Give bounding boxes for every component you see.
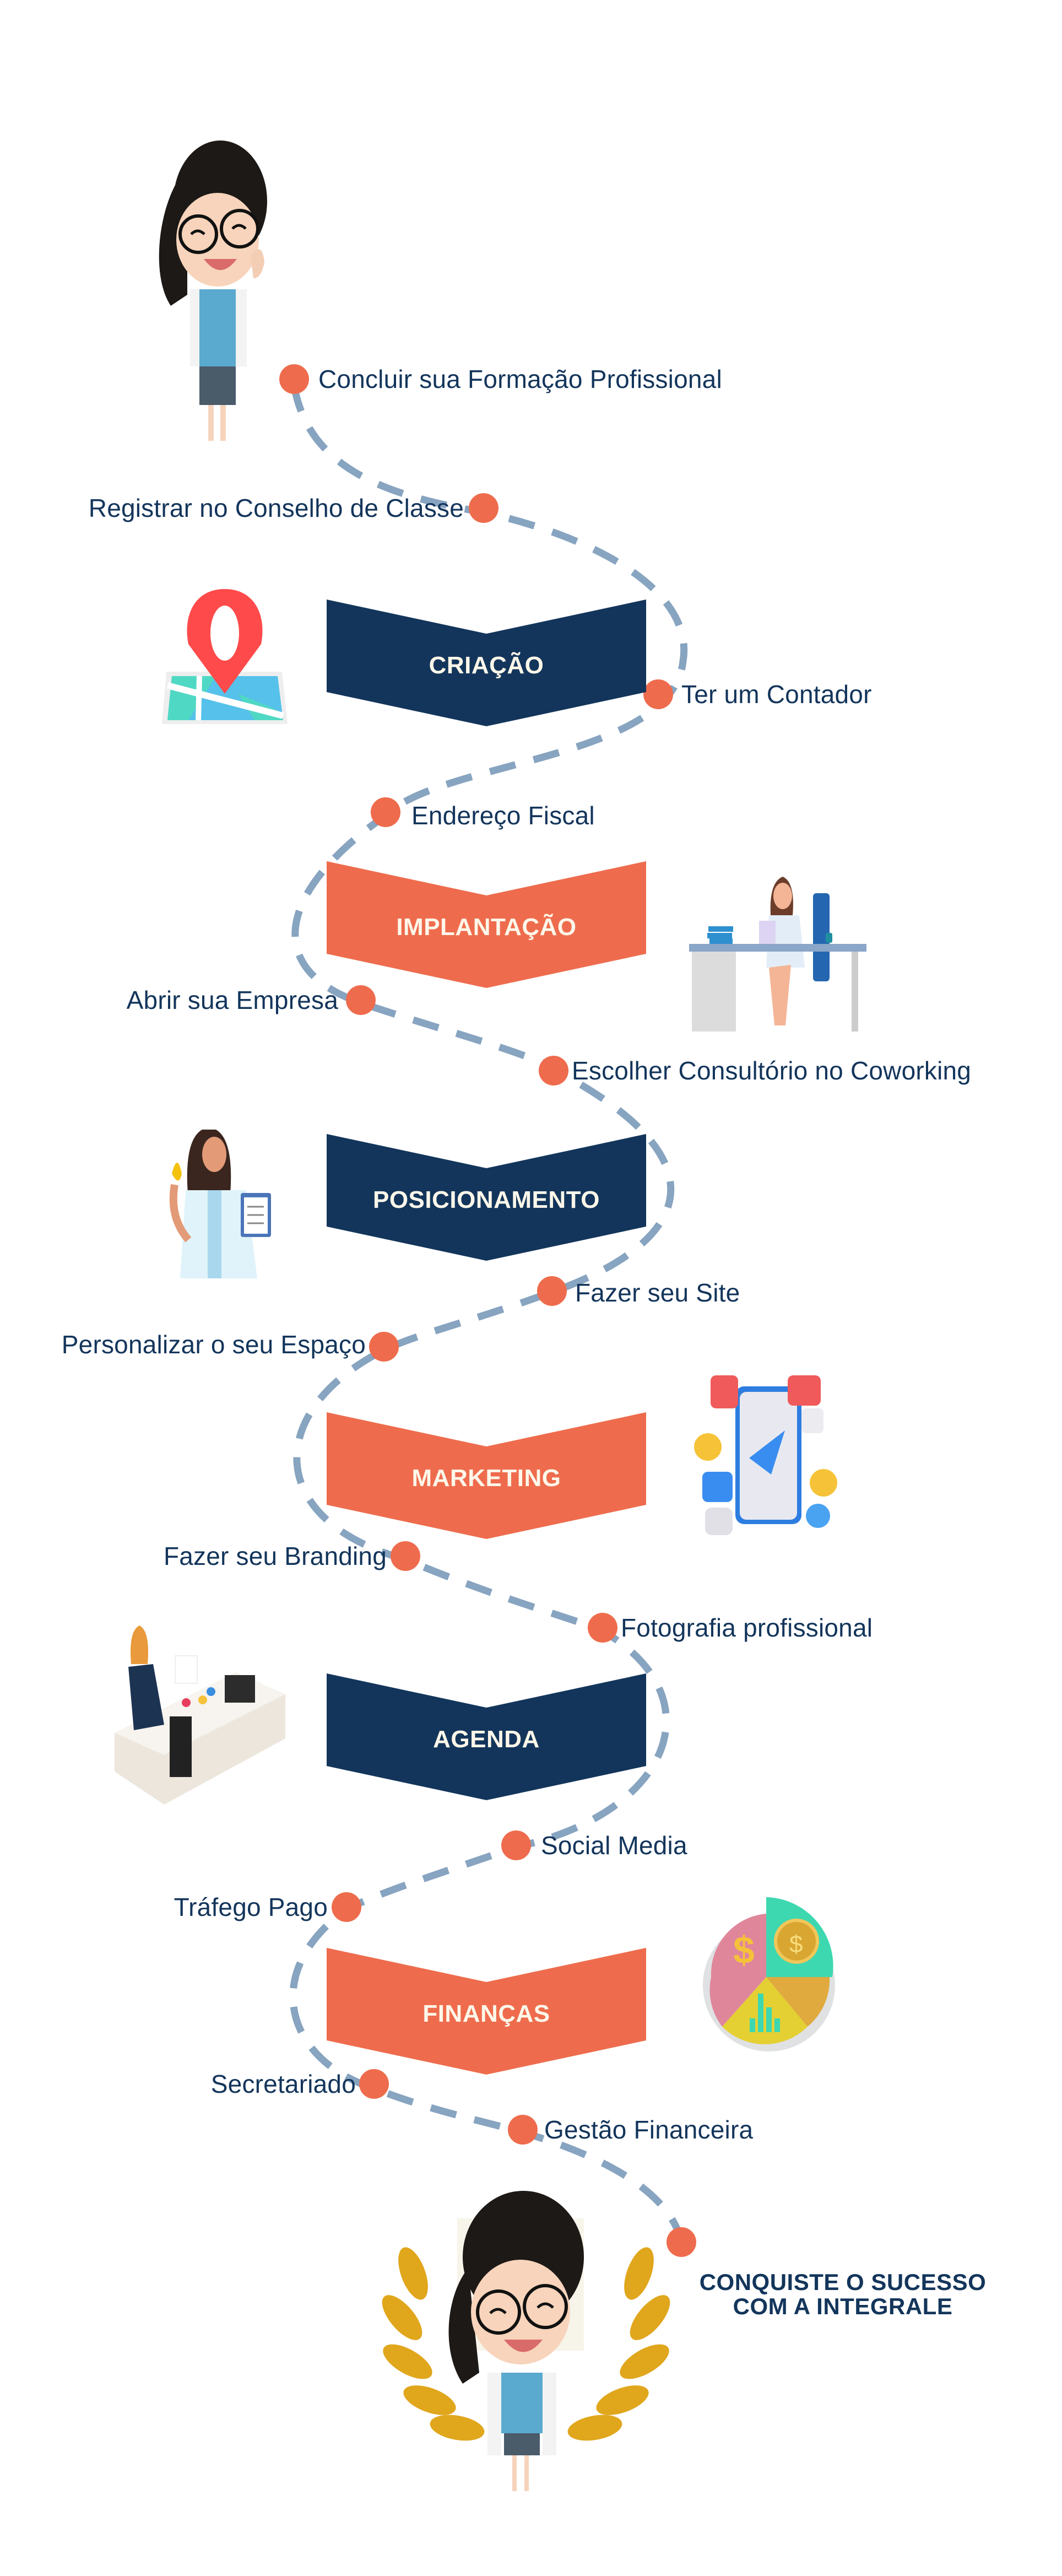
nutritionist-icon bbox=[147, 1124, 310, 1278]
milestone-label: Fazer seu Branding bbox=[163, 1542, 387, 1570]
stage-banner-agenda: AGENDA bbox=[327, 1673, 646, 1800]
map-pin-icon bbox=[155, 584, 294, 724]
final-milestone-dot bbox=[667, 2227, 696, 2257]
stage-label: FINANÇAS bbox=[422, 2000, 550, 2027]
office-desk-icon bbox=[686, 871, 869, 1033]
milestone-label: Ter um Contador bbox=[681, 680, 872, 709]
doctor-laurel-trophy-icon bbox=[380, 2185, 672, 2494]
milestone-label: Fotografia profissional bbox=[621, 1613, 873, 1642]
svg-text:$: $ bbox=[789, 1931, 803, 1958]
stage-label: AGENDA bbox=[433, 1725, 540, 1753]
milestone-label: Social Media bbox=[541, 1831, 687, 1860]
milestone-dot bbox=[469, 493, 499, 523]
secretary-desk-icon bbox=[115, 1623, 286, 1807]
stage-label: IMPLANTAÇÃO bbox=[396, 913, 577, 941]
milestone-dot bbox=[371, 797, 400, 827]
social-media-icon bbox=[683, 1370, 853, 1541]
stage-banner-criacao: CRIAÇÃO bbox=[327, 600, 646, 726]
stage-banner-posicionamento: POSICIONAMENTO bbox=[327, 1134, 646, 1261]
final-call-to-action: CONQUISTE O SUCESSO COM A INTEGRALE bbox=[694, 2270, 991, 2319]
milestone-label: Escolher Consultório no Coworking bbox=[572, 1056, 972, 1085]
milestone-label: Concluir sua Formação Profissional bbox=[318, 365, 722, 393]
milestone-dot bbox=[332, 1892, 361, 1922]
stage-label: POSICIONAMENTO bbox=[372, 1186, 600, 1213]
svg-text:$: $ bbox=[733, 1929, 755, 1972]
milestone-label: Endereço Fiscal bbox=[411, 801, 595, 830]
milestone-dot bbox=[539, 1056, 568, 1086]
milestone-label: Registrar no Conselho de Classe bbox=[88, 494, 464, 522]
milestone-dot bbox=[508, 2115, 538, 2145]
milestone-label: Fazer seu Site bbox=[575, 1278, 740, 1307]
stage-label: MARKETING bbox=[411, 1464, 561, 1492]
doctor-character-icon bbox=[138, 129, 297, 444]
stage-banner-implantacao: IMPLANTAÇÃO bbox=[327, 861, 646, 988]
finance-chart-icon: $ $ bbox=[686, 1894, 846, 2054]
milestone-dot bbox=[588, 1613, 617, 1643]
final-text-line-2: COM A INTEGRALE bbox=[733, 2293, 953, 2319]
final-text-line-1: CONQUISTE O SUCESSO bbox=[699, 2269, 987, 2295]
milestone-label: Tráfego Pago bbox=[174, 1893, 328, 1921]
milestone-dot bbox=[369, 1332, 399, 1362]
milestone-dot bbox=[643, 679, 673, 709]
milestone-dot bbox=[501, 1830, 531, 1860]
milestone-dot bbox=[391, 1541, 420, 1571]
milestone-dot bbox=[279, 364, 309, 394]
milestone-label: Abrir sua Empresa bbox=[126, 986, 338, 1014]
milestone-dot bbox=[537, 1276, 567, 1306]
milestone-label: Secretariado bbox=[210, 2070, 356, 2098]
stage-banner-financas: FINANÇAS bbox=[327, 1948, 646, 2075]
milestone-dot bbox=[346, 985, 376, 1015]
milestone-dot bbox=[359, 2069, 389, 2099]
milestone-label: Gestão Financeira bbox=[544, 2115, 754, 2144]
stage-label: CRIAÇÃO bbox=[429, 651, 544, 679]
stage-banner-marketing: MARKETING bbox=[327, 1412, 646, 1539]
milestone-label: Personalizar o seu Espaço bbox=[61, 1330, 366, 1359]
